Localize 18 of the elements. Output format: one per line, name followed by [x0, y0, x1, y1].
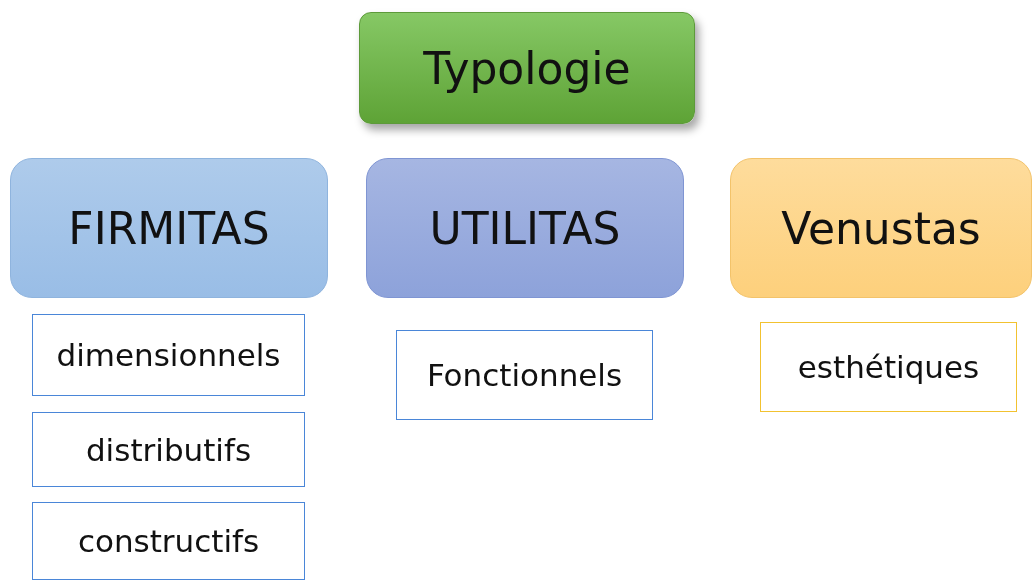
category-box	[366, 158, 684, 298]
box-label: dimensionnels	[56, 337, 281, 373]
box-label: Fonctionnels	[426, 357, 623, 393]
category-box	[730, 158, 1032, 298]
box-label: Venustas	[781, 202, 981, 254]
item-box	[760, 322, 1017, 412]
item-box	[32, 314, 305, 396]
box-label: UTILITAS	[429, 202, 621, 254]
item-box	[396, 330, 653, 420]
box-label: FIRMITAS	[68, 202, 270, 254]
item-box	[32, 412, 305, 487]
category-box	[10, 158, 328, 298]
box-label: esthétiques	[797, 349, 980, 385]
box-label: distributifs	[85, 431, 252, 468]
title-box	[359, 12, 695, 124]
box-label: Typologie	[423, 42, 631, 94]
box-label: constructifs	[77, 523, 260, 559]
item-box	[32, 502, 305, 580]
